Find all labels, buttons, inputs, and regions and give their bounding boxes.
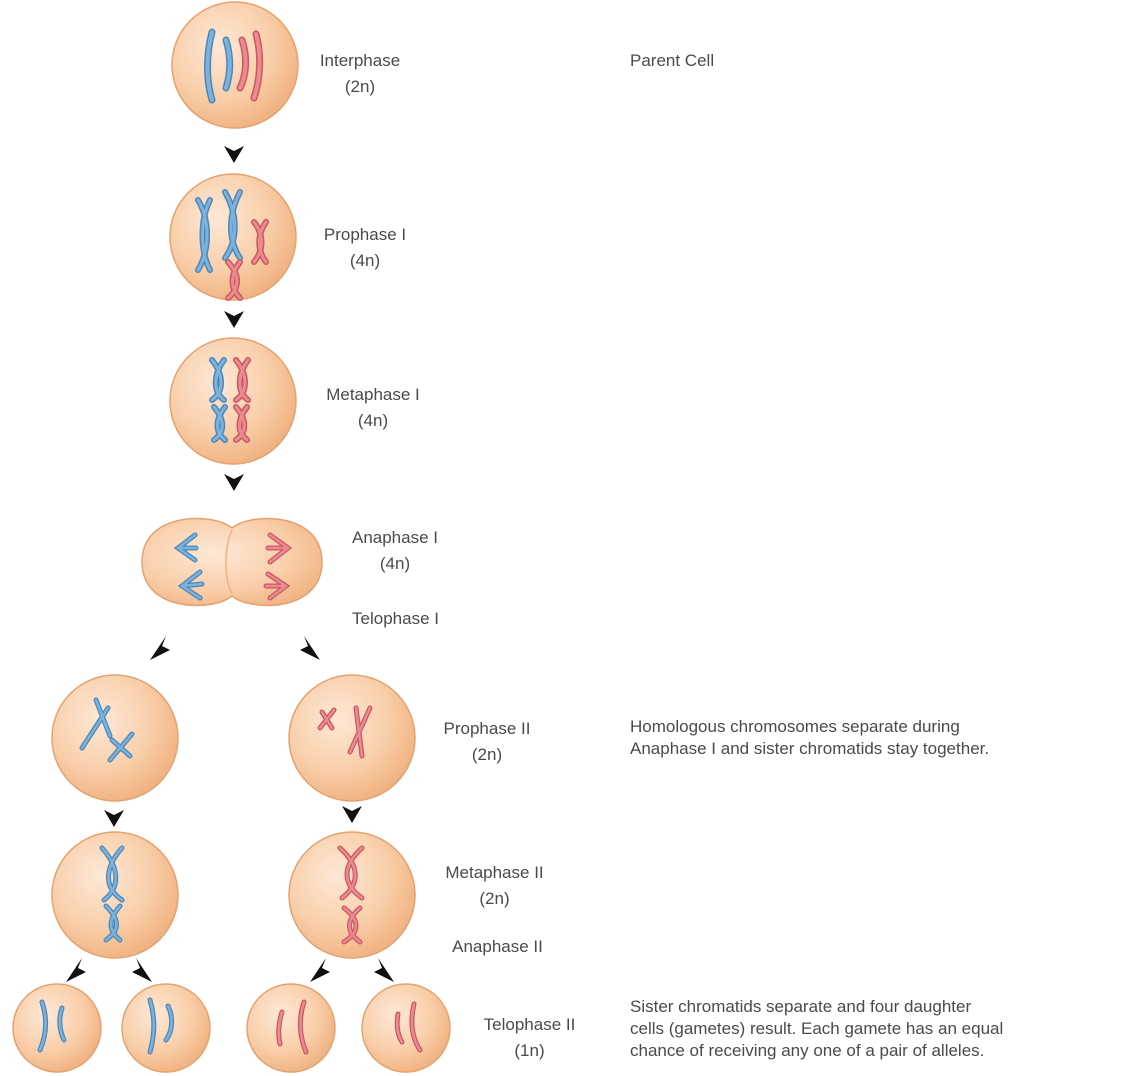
stage-ploidy: (4n) [303,408,443,434]
note-line: cells (gametes) result. Each gamete has … [630,1018,1003,1040]
stage-ploidy: (4n) [330,551,460,577]
prophase1-label: Prophase I (4n) [305,222,425,274]
arrow-down-left-icon [150,636,170,660]
arrow-down-left-icon [310,958,330,982]
metaphase2-cell-left [52,832,178,958]
homologous-note: Homologous chromosomes separate during A… [630,716,989,760]
interphase-cell [172,2,298,128]
arrow-down-left-icon [66,958,86,982]
prophase2-cell-right [289,675,415,801]
stage-ploidy: (2n) [305,74,415,100]
metaphase2-label: Metaphase II (2n) [422,860,567,912]
arrow-down-icon [224,474,244,491]
arrow-down-right-icon [132,958,152,982]
telophase2-cell-1 [13,984,101,1072]
telophase2-cell-3 [247,984,335,1072]
stage-name: Interphase [305,48,415,74]
arrow-down-icon [342,806,362,823]
parent-cell-text: Parent Cell [630,50,714,72]
metaphase2-cell-right [289,832,415,958]
note-line: Anaphase I and sister chromatids stay to… [630,738,989,760]
telophase2-cell-4 [362,984,450,1072]
sister-chromatids-note: Sister chromatids separate and four daug… [630,996,1003,1062]
stage-ploidy: (1n) [462,1038,597,1064]
stage-name: Metaphase I [303,382,443,408]
stage-ploidy: (2n) [422,886,567,912]
arrow-down-right-icon [300,636,320,660]
arrow-down-icon [104,810,124,827]
anaphase2-label: Anaphase II [430,934,565,960]
telophase2-cell-2 [122,984,210,1072]
stage-name: Prophase II [422,716,552,742]
stage-name: Telophase I [328,606,463,632]
note-line: Homologous chromosomes separate during [630,716,989,738]
prophase2-cell-left [52,675,178,801]
anaphase1-cell [142,519,322,606]
stage-name: Metaphase II [422,860,567,886]
stage-ploidy: (2n) [422,742,552,768]
note-line: Sister chromatids separate and four daug… [630,996,1003,1018]
stage-name: Telophase II [462,1012,597,1038]
prophase2-label: Prophase II (2n) [422,716,552,768]
interphase-label: Interphase (2n) [305,48,415,100]
arrow-down-icon [224,311,244,328]
stage-name: Prophase I [305,222,425,248]
arrow-down-icon [224,146,244,163]
telophase2-label: Telophase II (1n) [462,1012,597,1064]
note-line: chance of receiving any one of a pair of… [630,1040,1003,1062]
stage-name: Anaphase I [330,525,460,551]
metaphase1-cell [170,338,296,464]
telophase1-label: Telophase I [328,606,463,632]
parent-cell-note: Parent Cell [630,50,714,72]
stage-ploidy: (4n) [305,248,425,274]
arrow-down-right-icon [374,958,394,982]
anaphase1-label: Anaphase I (4n) [330,525,460,577]
prophase1-cell [170,174,296,300]
metaphase1-label: Metaphase I (4n) [303,382,443,434]
stage-name: Anaphase II [430,934,565,960]
